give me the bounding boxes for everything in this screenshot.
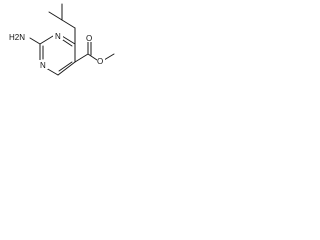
ester-oxygen-label: O [97, 57, 103, 66]
ring-nitrogen-upper-label: N [55, 32, 61, 41]
label-bg-n1 [53, 31, 63, 40]
bond-n3-c4 [45, 67, 59, 76]
bond-c4-c5 [57, 61, 76, 76]
bond-c5-ester-c [74, 53, 89, 63]
label-bg-carbonyl-o [84, 33, 94, 42]
bond-lines [29, 3, 115, 76]
bond-o-methyl [103, 53, 115, 61]
atom-labels: N N H2N O O [9, 31, 105, 70]
bond-n1-c2 [39, 35, 54, 45]
bond-double-c4-c5 [58, 61, 73, 72]
carbonyl-oxygen-label: O [86, 34, 92, 43]
bond-c2-nh2 [29, 37, 41, 45]
bond-ch-ch3-a [48, 11, 63, 21]
bond-double-c6-n1 [62, 39, 73, 47]
label-bg-ester-o [97, 56, 105, 65]
label-bg-n3 [38, 60, 48, 69]
amino-group-label: H2N [9, 33, 25, 42]
bond-c6-n1 [61, 35, 76, 45]
bond-ester-c-o-single [87, 53, 98, 61]
chemical-structure-diagram: N N H2N O O [9, 3, 115, 76]
bond-ch2-ch [61, 19, 76, 29]
ring-nitrogen-lower-label: N [40, 61, 46, 70]
